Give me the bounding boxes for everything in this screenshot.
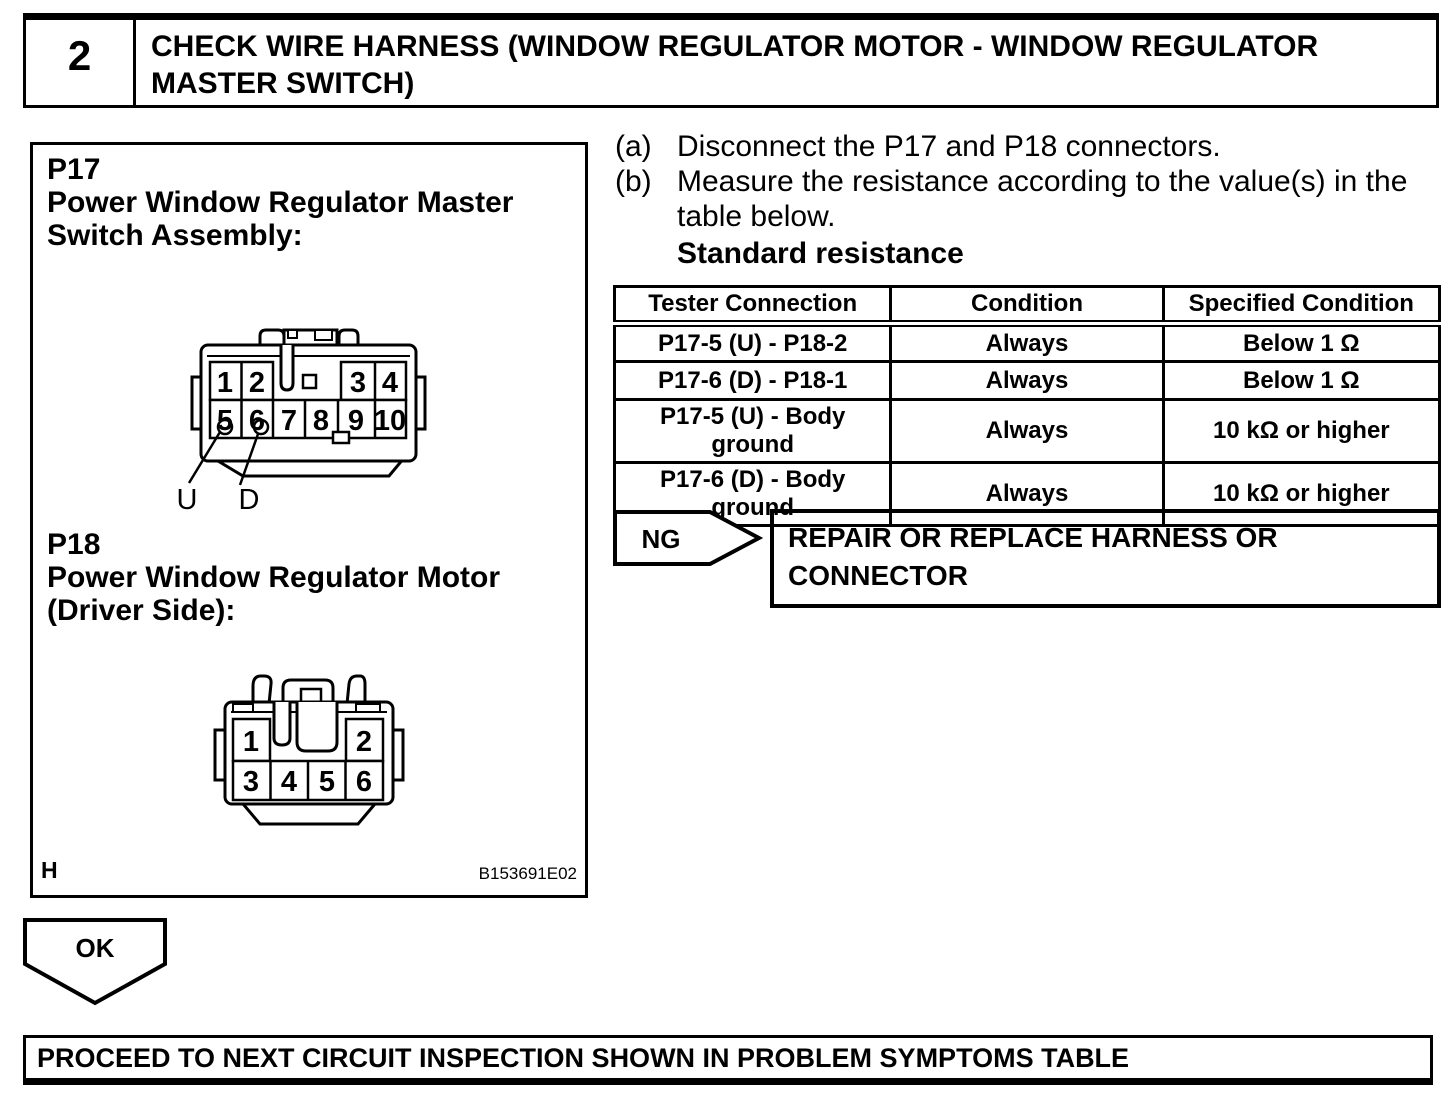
instruction-step-b: (b) Measure the resistance according to …	[615, 164, 1427, 234]
p17-pin-7: 7	[281, 405, 297, 437]
figure-corner-mark: H	[41, 857, 58, 883]
table-header-row: Tester Connection Condition Specified Co…	[612, 285, 1442, 327]
p18-pin-2: 2	[356, 726, 372, 758]
p17-pin-4: 4	[382, 367, 398, 399]
p17-pin-1: 1	[217, 367, 233, 399]
step-a-label: (a)	[615, 130, 652, 163]
tester-connection-cell: P17-6 (D) - P18-1	[612, 360, 893, 401]
p18-connector-label: P18 Power Window Regulator Motor (Driver…	[47, 528, 500, 627]
ng-arrow-icon: NG	[613, 510, 763, 566]
standard-resistance-caption: Standard resistance	[677, 237, 964, 270]
condition-cell: Always	[889, 360, 1165, 401]
p17-connector-body	[190, 328, 427, 478]
p17-pin-2: 2	[249, 367, 265, 399]
header-condition: Condition	[889, 285, 1165, 327]
table-row: P17-6 (D) - P18-1 Always Below 1 Ω	[612, 360, 1442, 401]
p18-pin-3: 3	[243, 766, 259, 798]
step-a-text: Disconnect the P17 and P18 connectors.	[677, 130, 1221, 163]
tester-connection-cell: P17-5 (U) - P18-2	[612, 322, 893, 363]
step-header: 2 CHECK WIRE HARNESS (WINDOW REGULATOR M…	[23, 13, 1439, 108]
p17-pin-3: 3	[350, 367, 366, 399]
step-number: 2	[26, 20, 136, 105]
p18-pin-1: 1	[243, 726, 259, 758]
table-row: P17-5 (U) - P18-2 Always Below 1 Ω	[612, 322, 1442, 363]
tester-connection-cell: P17-6 (D) - Body ground	[612, 461, 893, 527]
p18-name-line2: (Driver Side):	[47, 594, 236, 627]
p17-terminal-d-label: D	[239, 484, 260, 515]
p18-connector-diagram-icon: 1 2 3 4 5 6	[213, 674, 405, 826]
p17-name-line1: Power Window Regulator Master	[47, 186, 514, 219]
condition-cell: Always	[889, 398, 1165, 464]
header-tester-connection: Tester Connection	[612, 285, 893, 327]
specified-condition-cell: 10 kΩ or higher	[1161, 461, 1442, 527]
ok-arrow-icon: OK	[23, 918, 167, 1006]
specified-condition-cell: Below 1 Ω	[1161, 322, 1442, 363]
ng-label: NG	[642, 524, 681, 554]
p18-id: P18	[47, 528, 101, 561]
step-b-text: Measure the resistance according to the …	[677, 165, 1408, 233]
footer-proceed-bar: PROCEED TO NEXT CIRCUIT INSPECTION SHOWN…	[23, 1035, 1433, 1085]
p17-pin-9: 9	[348, 405, 364, 437]
p17-pin-10: 10	[374, 405, 406, 437]
p17-pin-8: 8	[313, 405, 329, 437]
table-row: P17-6 (D) - Body ground Always 10 kΩ or …	[612, 461, 1442, 527]
table-row: P17-5 (U) - Body ground Always 10 kΩ or …	[612, 398, 1442, 464]
step-title: CHECK WIRE HARNESS (WINDOW REGULATOR MOT…	[151, 30, 1319, 100]
specified-condition-cell: 10 kΩ or higher	[1161, 398, 1442, 464]
ng-action-box: REPAIR OR REPLACE HARNESS OR CONNECTOR	[770, 509, 1441, 608]
connector-figure-box: P17 Power Window Regulator Master Switch…	[30, 142, 588, 898]
p17-name-line2: Switch Assembly:	[47, 219, 303, 252]
p18-pin-5: 5	[319, 766, 335, 798]
standard-resistance-table: Tester Connection Condition Specified Co…	[612, 285, 1442, 527]
step-b-label: (b)	[615, 165, 652, 198]
p18-pin-6: 6	[356, 766, 372, 798]
p17-connector-diagram-icon: 1 2 3 4 5 6 7 8 9 10 U D	[177, 328, 427, 515]
p17-terminal-callouts	[187, 418, 270, 486]
instruction-step-a: (a) Disconnect the P17 and P18 connector…	[615, 129, 1221, 164]
p18-connector-body	[213, 674, 405, 826]
p18-name-line1: Power Window Regulator Motor	[47, 561, 501, 594]
specified-condition-cell: Below 1 Ω	[1161, 360, 1442, 401]
tester-connection-cell: P17-5 (U) - Body ground	[612, 398, 893, 464]
condition-cell: Always	[889, 322, 1165, 363]
figure-code: B153691E02	[478, 864, 577, 883]
p17-connector-label: P17 Power Window Regulator Master Switch…	[47, 153, 513, 252]
p17-id: P17	[47, 153, 101, 186]
p18-pin-4: 4	[281, 766, 297, 798]
ok-label: OK	[76, 933, 115, 963]
header-specified-condition: Specified Condition	[1161, 285, 1442, 327]
condition-cell: Always	[889, 461, 1165, 527]
p17-terminal-u-label: U	[177, 484, 198, 515]
